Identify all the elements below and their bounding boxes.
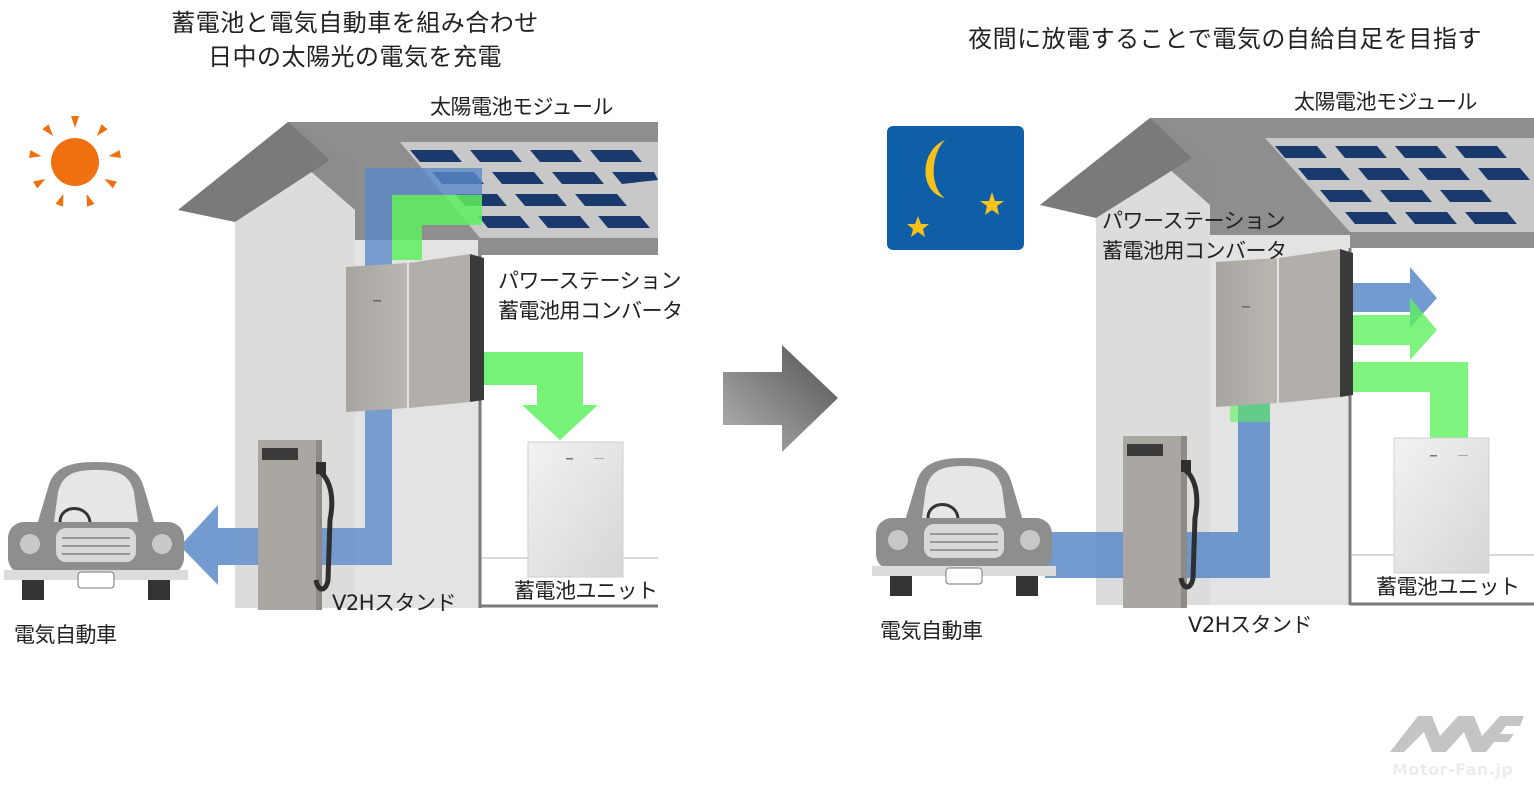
right-label-power-station-1: パワーステーション	[1102, 209, 1286, 233]
right-solar-cells	[1275, 146, 1530, 224]
right-scene	[872, 118, 1534, 608]
arrow-right-icon	[723, 345, 838, 452]
right-ev-car	[872, 458, 1056, 596]
left-label-solar-module: 太陽電池モジュール	[430, 95, 614, 119]
left-label-power-station-2: 蓄電池用コンバータ	[498, 299, 683, 323]
left-scene	[4, 116, 658, 610]
left-ev-car	[4, 462, 188, 600]
left-battery-unit	[527, 441, 624, 578]
moon-stars-icon	[887, 126, 1024, 250]
right-title: 夜間に放電することで電気の自給自足を目指す	[968, 25, 1482, 53]
left-label-battery-unit: 蓄電池ユニット	[514, 579, 658, 603]
right-power-station	[1216, 249, 1353, 407]
left-label-power-station-1: パワーステーション	[498, 269, 682, 293]
right-flow-from-battery	[1352, 362, 1468, 438]
right-v2h-stand	[1123, 436, 1200, 608]
left-title-line2: 日中の太陽光の電気を充電	[208, 43, 502, 71]
right-solar-module	[1265, 138, 1534, 232]
right-label-power-station-2: 蓄電池用コンバータ	[1102, 239, 1287, 263]
left-power-station	[346, 254, 484, 412]
left-label-ev: 電気自動車	[14, 623, 117, 647]
mf-logo-icon	[1390, 716, 1524, 752]
right-label-v2h-stand: V2Hスタンド	[1188, 613, 1313, 637]
left-energy-flows	[180, 168, 598, 585]
left-title-line1: 蓄電池と電気自動車を組み合わせ	[171, 9, 539, 37]
sun-icon	[29, 116, 121, 207]
right-label-solar-module: 太陽電池モジュール	[1294, 90, 1478, 114]
left-v2h-stand	[258, 440, 335, 610]
right-label-ev: 電気自動車	[880, 619, 983, 643]
left-flow-arrow-to-ev	[180, 505, 235, 585]
left-label-v2h-stand: V2Hスタンド	[332, 591, 457, 615]
right-battery-unit	[1393, 437, 1490, 574]
right-label-battery-unit: 蓄電池ユニット	[1376, 575, 1520, 599]
left-flow-arrow-to-battery	[484, 352, 598, 440]
right-flow-arrow-green	[1352, 298, 1437, 360]
watermark-text: Motor-Fan.jp	[1392, 760, 1514, 779]
